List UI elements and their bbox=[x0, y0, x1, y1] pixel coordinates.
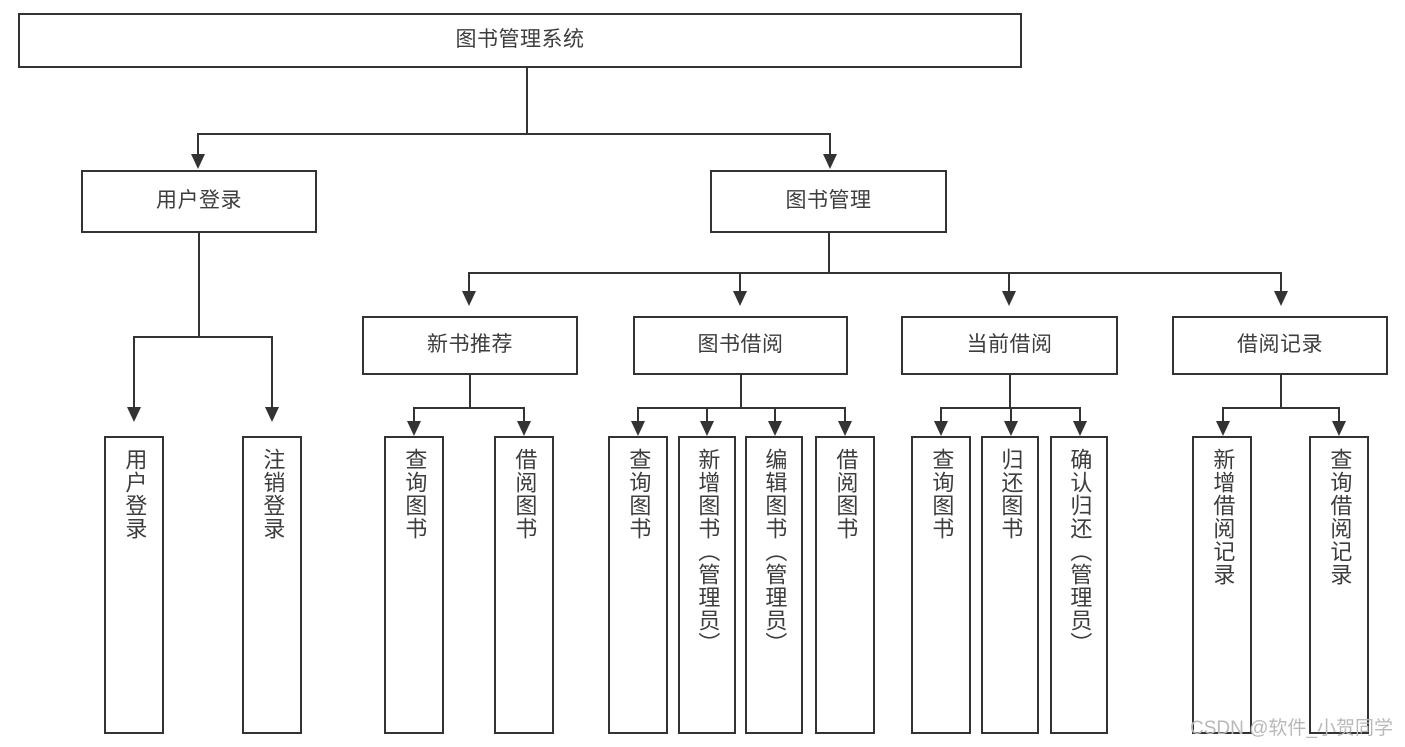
connector-book-borrow-drop-2 bbox=[706, 407, 708, 422]
connector-current-borrow-drop-3 bbox=[1079, 407, 1081, 422]
connector-book-manage-drop-2 bbox=[739, 272, 741, 292]
node-label: 图书借阅 bbox=[697, 333, 784, 357]
connector-current-borrow-drop-1 bbox=[940, 407, 942, 422]
connector-new-book-drop-1 bbox=[413, 407, 415, 422]
connector-root-to-user-login bbox=[197, 133, 199, 155]
connector-book-borrow-bar bbox=[637, 407, 846, 409]
connector-root-to-book-manage bbox=[829, 133, 831, 155]
arrow-book-borrow-child-4 bbox=[838, 421, 852, 436]
node-label: 编辑图书（管理员） bbox=[762, 448, 788, 655]
connector-borrow-record-drop-1 bbox=[1222, 407, 1224, 422]
leaf-book-borrow-4[interactable]: 借阅图书 bbox=[815, 436, 875, 734]
connector-book-borrow-drop-1 bbox=[637, 407, 639, 422]
connector-book-borrow-drop-4 bbox=[844, 407, 846, 422]
node-label: 新书推荐 bbox=[427, 333, 513, 357]
leaf-user-login-2[interactable]: 注销登录 bbox=[242, 436, 302, 734]
leaf-new-book-1[interactable]: 查询图书 bbox=[384, 436, 444, 734]
connector-borrow-record-stem bbox=[1280, 375, 1282, 408]
node-label: 借阅记录 bbox=[1237, 333, 1323, 357]
node-borrow-record[interactable]: 借阅记录 bbox=[1172, 316, 1388, 375]
arrow-new-book-child-2 bbox=[517, 421, 531, 436]
leaf-borrow-record-1[interactable]: 新增借阅记录 bbox=[1192, 436, 1252, 734]
node-label: 查询图书 bbox=[402, 448, 428, 540]
node-label: 确认归还（管理员） bbox=[1067, 448, 1093, 655]
connector-user-login-drop-2 bbox=[271, 336, 273, 408]
connector-current-borrow-drop-2 bbox=[1010, 407, 1012, 422]
node-label: 用户登录 bbox=[156, 189, 242, 213]
arrow-book-manage-child-1 bbox=[462, 291, 476, 306]
node-current-borrow[interactable]: 当前借阅 bbox=[901, 316, 1118, 375]
arrow-current-borrow-child-3 bbox=[1073, 421, 1087, 436]
arrow-user-login-child-1 bbox=[127, 407, 141, 422]
node-new-book-recommend[interactable]: 新书推荐 bbox=[362, 316, 578, 375]
node-label: 图书管理系统 bbox=[455, 28, 585, 52]
arrow-borrow-record-child-1 bbox=[1216, 421, 1230, 436]
connector-book-borrow-stem bbox=[740, 375, 742, 408]
node-user-login[interactable]: 用户登录 bbox=[81, 170, 317, 233]
node-label: 注销登录 bbox=[260, 448, 286, 540]
connector-borrow-record-bar bbox=[1222, 407, 1340, 409]
arrow-new-book-child-1 bbox=[407, 421, 421, 436]
node-label: 查询图书 bbox=[929, 448, 955, 540]
leaf-current-borrow-3[interactable]: 确认归还（管理员） bbox=[1050, 436, 1108, 734]
connector-user-login-drop-1 bbox=[133, 336, 135, 408]
leaf-book-borrow-2[interactable]: 新增图书（管理员） bbox=[678, 436, 736, 734]
connector-user-login-bar bbox=[133, 336, 272, 338]
arrow-book-manage-child-2 bbox=[733, 291, 747, 306]
connector-book-manage-bar bbox=[468, 272, 1282, 274]
node-label: 新增借阅记录 bbox=[1210, 448, 1236, 586]
node-label: 借阅图书 bbox=[833, 448, 859, 540]
connector-root-stem bbox=[526, 68, 528, 134]
csdn-watermark: CSDN @软件_小贺同学 bbox=[1190, 718, 1393, 739]
connector-borrow-record-drop-2 bbox=[1338, 407, 1340, 422]
node-label: 借阅图书 bbox=[512, 448, 538, 540]
leaf-book-borrow-1[interactable]: 查询图书 bbox=[608, 436, 668, 734]
connector-user-login-stem bbox=[198, 233, 200, 337]
node-book-borrow[interactable]: 图书借阅 bbox=[633, 316, 848, 375]
connector-new-book-bar bbox=[413, 407, 525, 409]
node-root-system[interactable]: 图书管理系统 bbox=[18, 13, 1022, 68]
arrow-user-login-child-2 bbox=[265, 407, 279, 422]
arrow-book-borrow-child-2 bbox=[700, 421, 714, 436]
leaf-current-borrow-1[interactable]: 查询图书 bbox=[911, 436, 971, 734]
node-label: 图书管理 bbox=[785, 189, 872, 213]
leaf-book-borrow-3[interactable]: 编辑图书（管理员） bbox=[745, 436, 803, 734]
arrow-book-manage-child-4 bbox=[1274, 291, 1288, 306]
node-label: 归还图书 bbox=[998, 448, 1024, 540]
node-label: 用户登录 bbox=[122, 448, 148, 540]
leaf-borrow-record-2[interactable]: 查询借阅记录 bbox=[1309, 436, 1369, 734]
connector-current-borrow-stem bbox=[1009, 375, 1011, 408]
arrow-current-borrow-child-2 bbox=[1004, 421, 1018, 436]
leaf-user-login-1[interactable]: 用户登录 bbox=[104, 436, 164, 734]
leaf-new-book-2[interactable]: 借阅图书 bbox=[494, 436, 554, 734]
leaf-current-borrow-2[interactable]: 归还图书 bbox=[981, 436, 1039, 734]
arrow-book-borrow-child-3 bbox=[768, 421, 782, 436]
arrow-root-to-user-login bbox=[191, 154, 205, 169]
connector-book-manage-drop-4 bbox=[1280, 272, 1282, 292]
node-label: 查询借阅记录 bbox=[1327, 448, 1353, 586]
connector-root-bar bbox=[197, 133, 831, 135]
node-label: 当前借阅 bbox=[966, 333, 1053, 357]
connector-book-borrow-drop-3 bbox=[774, 407, 776, 422]
arrow-current-borrow-child-1 bbox=[934, 421, 948, 436]
connector-book-manage-stem bbox=[828, 233, 830, 273]
node-book-management[interactable]: 图书管理 bbox=[710, 170, 947, 233]
arrow-book-manage-child-3 bbox=[1002, 291, 1016, 306]
arrow-root-to-book-manage bbox=[823, 154, 837, 169]
node-label: 查询图书 bbox=[626, 448, 652, 540]
connector-new-book-drop-2 bbox=[523, 407, 525, 422]
arrow-book-borrow-child-1 bbox=[631, 421, 645, 436]
connector-book-manage-drop-1 bbox=[468, 272, 470, 292]
connector-new-book-stem bbox=[469, 375, 471, 408]
arrow-borrow-record-child-2 bbox=[1332, 421, 1346, 436]
connector-book-manage-drop-3 bbox=[1008, 272, 1010, 292]
node-label: 新增图书（管理员） bbox=[695, 448, 721, 655]
